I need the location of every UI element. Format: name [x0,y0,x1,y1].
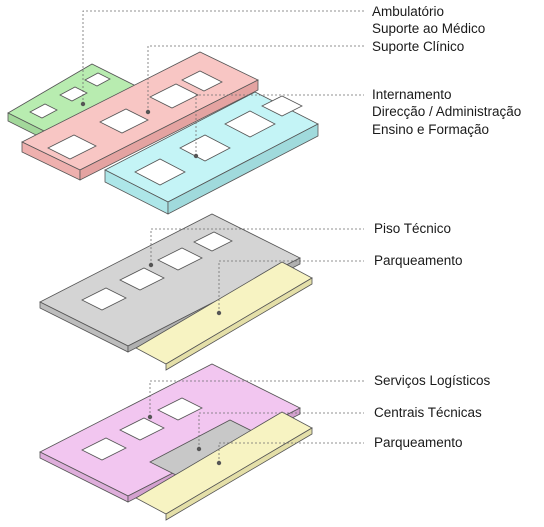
courtyard [81,287,127,311]
label-centrais-tecnicas: Centrais Técnicas [374,405,482,420]
label-parqueamento-lower: Parqueamento [374,435,463,450]
layer-upper-program [7,51,319,215]
slab-parqueamento-front [165,277,313,371]
leader-dot [196,446,202,452]
layer-middle-technical [39,213,313,371]
courtyard [181,70,223,92]
leader-ambulatorio [82,10,364,104]
leader-dot [216,310,222,316]
block-internamento-front [167,123,319,215]
leader-dot [80,101,86,107]
courtyard [84,72,111,87]
leader-suporte-clinico [147,45,364,112]
label-piso-tecnico: Piso Técnico [374,221,452,236]
courtyard [157,247,203,271]
label-ensino-formacao: Ensino e Formação [372,122,490,137]
courtyard [59,86,88,102]
courtyard [119,417,165,441]
label-suporte-medico: Suporte ao Médico [372,21,486,36]
leader-parqueamento-1 [218,260,364,313]
courtyard [134,158,186,186]
label-ambulatorio: Ambulatório [372,4,445,19]
courtyard [193,231,233,252]
leader-endpoints [80,101,222,466]
courtyard [224,110,276,138]
block-suporte-clinico-front [79,79,259,181]
slab-parqueamento-front [165,427,313,521]
leader-dot [148,262,154,268]
courtyard [119,267,165,291]
leader-dot [216,460,222,466]
label-direccao-administracao: Direcção / Administração [372,104,522,119]
leader-dot [193,153,199,159]
courtyard [149,83,199,109]
courtyard [99,108,149,134]
courtyard [47,134,97,160]
courtyard [261,95,303,117]
courtyard [29,103,58,119]
leader-servicos-logisticos [149,380,364,417]
courtyard [81,437,127,461]
layer-lower-logistics [39,363,313,521]
leader-lines [82,10,364,463]
leader-parqueamento-2 [218,442,364,463]
label-parqueamento-upper: Parqueamento [374,253,463,268]
label-suporte-clinico: Suporte Clínico [372,39,465,54]
courtyard [157,397,203,421]
leader-piso-tecnico [150,228,364,265]
label-servicos-logisticos: Serviços Logísticos [374,373,491,388]
leader-dot [147,414,153,420]
label-internamento: Internamento [372,87,452,102]
leader-centrais-tecnicas [198,412,364,449]
leader-dot [145,109,151,115]
leader-internamento [195,94,364,156]
